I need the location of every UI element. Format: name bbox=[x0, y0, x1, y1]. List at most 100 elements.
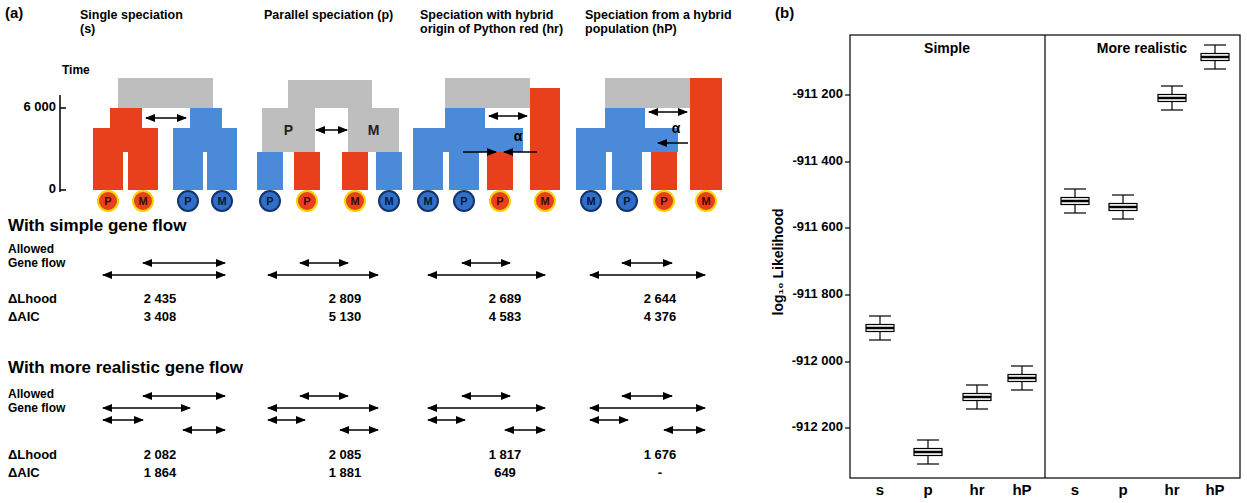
tree-hybrid-population-part bbox=[658, 142, 688, 144]
sample-circle: P bbox=[296, 190, 318, 212]
tree-parallel bbox=[257, 80, 402, 190]
value: - bbox=[658, 466, 662, 481]
tree-hybrid-population-part bbox=[605, 78, 690, 108]
gene-flow-arrows-part bbox=[590, 407, 705, 409]
tree-parallel-part bbox=[288, 80, 372, 108]
tree-parallel-part bbox=[376, 152, 402, 190]
gene-flow-arrows bbox=[103, 263, 705, 430]
tree-hybrid-red-part bbox=[413, 152, 443, 190]
row-label: ΔAIC bbox=[8, 466, 40, 481]
title: Single speciation (s) bbox=[80, 8, 200, 37]
title: (a) bbox=[5, 4, 23, 21]
gene-flow-arrows-part bbox=[428, 407, 545, 409]
sample-circle: M bbox=[580, 190, 602, 212]
node-label: P bbox=[266, 196, 273, 207]
tree-hybrid-population-part bbox=[690, 78, 722, 190]
plot-frame-part bbox=[1044, 35, 1045, 478]
tree-single-part bbox=[93, 128, 158, 152]
sample-circle: P bbox=[489, 190, 511, 212]
sample-circle: M bbox=[378, 190, 400, 212]
boxplots-part bbox=[869, 315, 891, 316]
tree-hybrid-red bbox=[413, 78, 560, 190]
tree-hybrid-population-part bbox=[576, 128, 678, 152]
title: Parallel speciation (p) bbox=[264, 8, 394, 22]
gene-flow-arrows-part bbox=[103, 274, 225, 276]
tree-hybrid-population bbox=[576, 78, 722, 190]
tick-label: p bbox=[1118, 481, 1127, 498]
tree-single-part bbox=[173, 128, 237, 152]
value: 649 bbox=[494, 466, 516, 481]
sample-circle: P bbox=[177, 190, 199, 212]
gene-flow-arrows-part bbox=[103, 407, 190, 409]
boxplots-part bbox=[966, 384, 988, 385]
gene-flow-arrows-part bbox=[143, 395, 225, 397]
alpha-label: α bbox=[672, 120, 681, 136]
boxplots-part bbox=[914, 451, 942, 454]
time-axis-part bbox=[59, 95, 61, 192]
sample-circle: P bbox=[97, 190, 119, 212]
boxplots-part bbox=[866, 325, 894, 332]
time-axis-part bbox=[60, 107, 66, 109]
sample-circle: P bbox=[259, 190, 281, 212]
sample-circle: M bbox=[211, 190, 233, 212]
value: 2 689 bbox=[489, 292, 522, 307]
node-label: P bbox=[623, 196, 630, 207]
gene-flow-arrows-part bbox=[462, 395, 510, 397]
gene-flow-arrows-part bbox=[622, 262, 672, 264]
tree-hybrid-red-part bbox=[463, 151, 496, 153]
tick-label: hP bbox=[1012, 481, 1031, 498]
value: 4 583 bbox=[489, 310, 522, 325]
node-label: P bbox=[460, 196, 467, 207]
node-label: M bbox=[423, 196, 432, 207]
gene-flow-arrows-part bbox=[300, 262, 348, 264]
plot-frame-part bbox=[845, 294, 850, 295]
gene-flow-arrows-part bbox=[428, 419, 465, 421]
section-heading: With simple gene flow bbox=[8, 216, 186, 236]
node-label: P bbox=[284, 123, 293, 137]
gene-flow-arrows-part bbox=[300, 395, 348, 397]
gene-flow-arrows-part bbox=[103, 419, 143, 421]
gene-flow-connector bbox=[316, 129, 347, 131]
value: 2 082 bbox=[144, 448, 177, 463]
tick-label: hr bbox=[1165, 481, 1180, 498]
time-axis bbox=[60, 95, 66, 192]
boxplots-part bbox=[869, 339, 891, 340]
facet-label: Simple bbox=[924, 40, 970, 56]
node-label: M bbox=[701, 196, 710, 207]
title: Speciation from a hybrid population (hP) bbox=[585, 8, 735, 37]
tree-hybrid-red-part bbox=[445, 108, 485, 130]
tree-single-part bbox=[110, 108, 142, 130]
sample-circle: M bbox=[534, 190, 556, 212]
boxplots-part bbox=[1011, 365, 1033, 366]
gene-flow-arrows-part bbox=[622, 395, 672, 397]
tree-single-part bbox=[93, 152, 123, 190]
lineage-box: M bbox=[348, 108, 399, 152]
value: 4 376 bbox=[644, 310, 677, 325]
tree-single-part bbox=[118, 78, 213, 108]
tree-hybrid-red-part bbox=[449, 152, 479, 190]
tree-hybrid-population-part bbox=[612, 152, 642, 190]
gene-flow-arrows-part bbox=[268, 407, 378, 409]
boxplots bbox=[866, 45, 1229, 464]
boxplots-part bbox=[1011, 389, 1033, 390]
tick-label: 6 000 bbox=[23, 100, 56, 115]
sample-circle: P bbox=[653, 190, 675, 212]
gene-flow-arrows-part bbox=[340, 429, 378, 431]
tick-label: -911 200 bbox=[792, 87, 843, 102]
value: 1 864 bbox=[144, 466, 177, 481]
value: 1 817 bbox=[489, 448, 522, 463]
boxplots-part bbox=[1112, 218, 1134, 219]
axis-label: Time bbox=[62, 64, 90, 78]
tick-label: -912 200 bbox=[792, 420, 843, 435]
tree-hybrid-red-part bbox=[489, 115, 527, 117]
tree-hybrid-red-part bbox=[413, 128, 523, 152]
value: 3 408 bbox=[144, 310, 177, 325]
boxplots-part bbox=[1158, 95, 1186, 102]
axis-title: log₁₀ Likelihood bbox=[770, 209, 786, 316]
boxplots-part bbox=[914, 449, 942, 456]
boxplots-part bbox=[1061, 198, 1089, 205]
gene-flow-arrows-part bbox=[590, 419, 628, 421]
value: 5 130 bbox=[329, 310, 362, 325]
tree-hybrid-red-part bbox=[445, 78, 530, 108]
